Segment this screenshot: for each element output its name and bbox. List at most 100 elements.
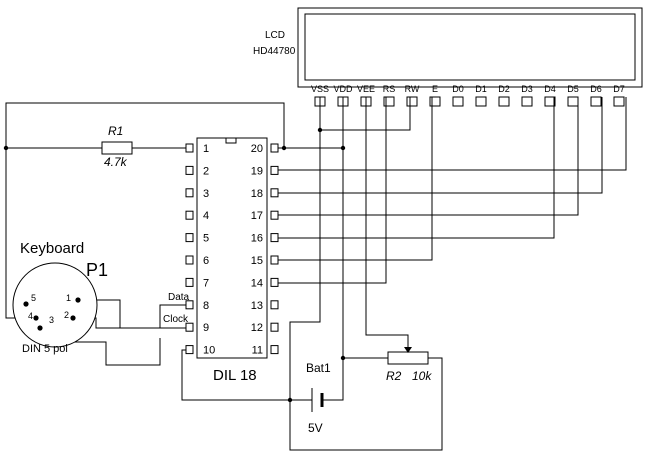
ic-pin-left — [185, 188, 194, 198]
lcd-model: HD44780 — [253, 46, 296, 57]
ic-label: DIL 18 — [213, 367, 257, 384]
lcd-pin-tab — [452, 96, 464, 107]
lcd-pin-tab — [613, 96, 625, 107]
ic-pin-number: 18 — [251, 188, 263, 200]
ic-pin-number: 19 — [251, 165, 263, 177]
din-pin-dot — [23, 301, 29, 307]
junction-dot — [317, 127, 323, 133]
lcd-pin-tab — [590, 96, 602, 107]
ic-pin-number: 8 — [203, 300, 209, 312]
ic-pin-right — [270, 165, 279, 175]
lcd-pin-tab — [475, 96, 487, 107]
r1-body — [101, 141, 133, 155]
ic-pin-number: 5 — [203, 233, 209, 245]
ic-pin-number: 16 — [251, 233, 263, 245]
clock-label: Clock — [163, 314, 189, 325]
wire-e-pin15 — [278, 130, 433, 261]
ic-pin-left — [185, 255, 194, 265]
ic-pin-right — [270, 233, 279, 243]
ic-pin-number: 6 — [203, 255, 209, 267]
ic-pin-right — [270, 345, 279, 355]
ic-pin-number: 4 — [203, 210, 209, 222]
lcd-pin-label: D2 — [498, 84, 510, 94]
lcd-screen — [304, 13, 636, 81]
lcd-pin-tab — [383, 96, 395, 107]
ic-pin-right — [270, 210, 279, 220]
keyboard-ref: P1 — [86, 260, 108, 280]
junction-dot — [287, 397, 293, 403]
r1-name: R1 — [108, 124, 123, 138]
ic-pin-number: 12 — [251, 322, 263, 334]
keyboard-connector-label: DIN 5 pol — [22, 343, 68, 355]
lcd-pin-label: D3 — [521, 84, 533, 94]
wire-rs-pin14 — [278, 130, 387, 284]
wire-d7 — [278, 97, 627, 171]
junction-dot — [3, 145, 9, 151]
keyboard-connector: Keyboard P1 5 1 4 2 3 DIN 5 pol — [12, 240, 108, 355]
lcd-pin-label: D0 — [452, 84, 464, 94]
lcd-pin-tab — [521, 96, 533, 107]
junction-dot — [340, 355, 346, 361]
ic-pin-number: 17 — [251, 210, 263, 222]
din-pin-dot — [33, 315, 39, 321]
lcd-pin-label: VSS — [311, 84, 329, 94]
ic-pin-left — [185, 165, 194, 175]
ic-pin-right — [270, 277, 279, 287]
r2-wiper-arrow — [404, 347, 412, 353]
lcd-pin-label: D6 — [590, 84, 602, 94]
wires — [5, 97, 627, 451]
wire-d4 — [278, 97, 555, 239]
ic-pin-left — [185, 143, 194, 153]
din-pin-label: 4 — [28, 311, 33, 321]
din-pin-dot — [37, 325, 43, 331]
ic-pin-left — [185, 210, 194, 220]
lcd-pin-label: RW — [405, 84, 420, 94]
lcd-title: LCD — [265, 30, 285, 41]
battery-value: 5V — [308, 421, 323, 435]
lcd-pin-label: E — [432, 84, 438, 94]
ic-pin-right — [270, 300, 279, 310]
wire-pin10-bat — [181, 349, 312, 401]
keyboard-title: Keyboard — [20, 240, 84, 257]
ic-body — [196, 137, 268, 359]
ic-pin-left — [185, 322, 194, 332]
lcd-pin-label: VEE — [357, 84, 375, 94]
lcd-pin-tab — [498, 96, 510, 107]
ic-pin-right — [270, 255, 279, 265]
lcd-pin-tab — [406, 96, 418, 107]
ic-pin-number: 10 — [203, 345, 215, 357]
ic-pin-left — [185, 233, 194, 243]
battery-name: Bat1 — [306, 361, 331, 375]
junctions — [3, 127, 346, 403]
ic-pin-number: 20 — [251, 143, 263, 155]
junction-dot — [340, 145, 346, 151]
din-pin-label: 2 — [64, 310, 69, 320]
ic-notch — [225, 137, 237, 144]
r1-value: 4.7k — [104, 155, 128, 169]
ic-pin-left — [185, 277, 194, 287]
ic-pin-number: 2 — [203, 165, 209, 177]
lcd-pin-label: RS — [383, 84, 396, 94]
lcd-pin-tab — [429, 96, 441, 107]
ic-pin-number: 14 — [251, 277, 263, 289]
lcd-pin-label: D1 — [475, 84, 487, 94]
wire-vss-rw — [319, 97, 411, 131]
din-pin-dot — [75, 297, 81, 303]
data-label: Data — [168, 292, 190, 303]
din-pin-label: 5 — [31, 293, 36, 303]
ic-pin-number: 7 — [203, 277, 209, 289]
wire-d6 — [278, 97, 603, 194]
wire-d5 — [278, 97, 579, 216]
wire-vdd — [322, 97, 344, 401]
wire-vee — [365, 97, 409, 350]
din-pin-label: 3 — [49, 315, 54, 325]
ic-pin-left — [185, 345, 194, 355]
r2-name: R2 — [386, 369, 402, 383]
ic-pin-number: 11 — [252, 345, 263, 357]
r2-value: 10k — [412, 369, 432, 383]
